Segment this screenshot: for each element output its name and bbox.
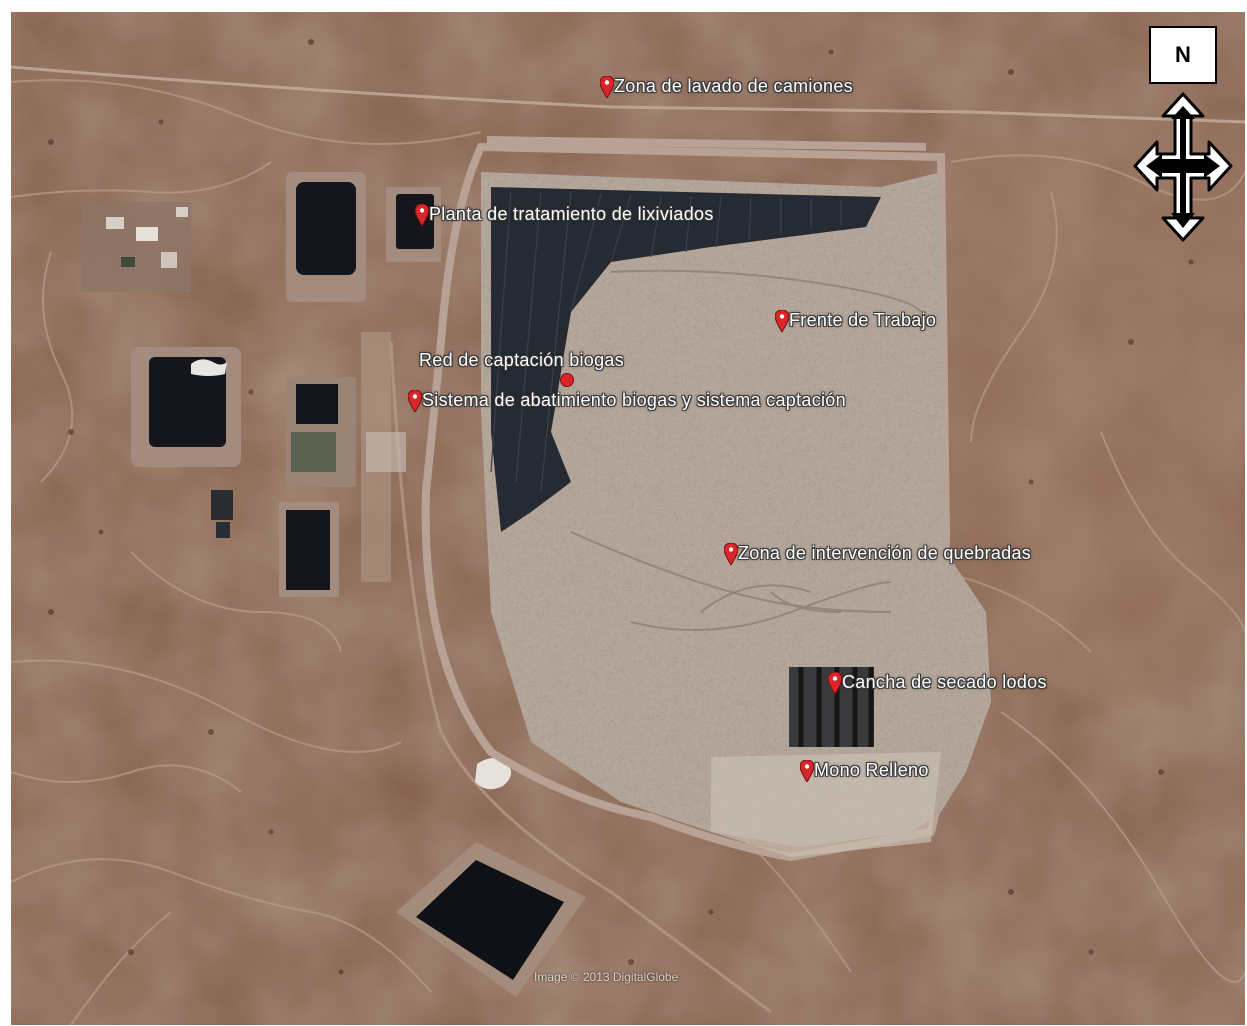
north-label-box: N: [1149, 26, 1217, 84]
marker-ravine-intervention[interactable]: Zona de intervención de quebradas: [724, 543, 1031, 565]
map-pin-icon[interactable]: [828, 672, 842, 694]
building-compound: [81, 202, 191, 292]
north-label: N: [1175, 42, 1191, 67]
marker-label: Sistema de abatimiento biogas y sistema …: [422, 390, 846, 410]
map-pin-icon[interactable]: [600, 76, 614, 98]
map-pin-icon[interactable]: [408, 390, 422, 412]
marker-truck-wash[interactable]: Zona de lavado de camiones: [600, 76, 853, 98]
vegetation: [48, 39, 1194, 975]
marker-label: Zona de intervención de quebradas: [738, 543, 1032, 563]
large-pond: [396, 758, 586, 997]
internal-roads: [570, 269, 922, 631]
satellite-map[interactable]: Zona de lavado de camiones Planta de tra…: [11, 12, 1245, 1025]
perimeter-road: [421, 142, 951, 862]
map-pin-icon[interactable]: [415, 204, 429, 226]
liner-stripes: [490, 191, 842, 493]
marker-sludge-drying[interactable]: Cancha de secado lodos: [828, 672, 1047, 694]
marker-biogas-system[interactable]: Sistema de abatimiento biogas y sistema …: [408, 390, 846, 412]
marker-label: Mono Relleno: [814, 760, 929, 780]
marker-label: Cancha de secado lodos: [842, 672, 1047, 692]
compass-arrow-icon: [1133, 92, 1233, 242]
map-pin-icon[interactable]: [724, 543, 738, 565]
map-pin-icon[interactable]: [775, 310, 789, 332]
marker-label: Zona de lavado de camiones: [614, 76, 853, 96]
main-road: [11, 65, 1245, 124]
marker-leachate-plant[interactable]: Planta de tratamiento de lixiviados: [415, 204, 714, 226]
marker-mono-fill[interactable]: Mono Relleno: [800, 760, 929, 782]
satellite-terrain: [11, 12, 1245, 1025]
biogas-network-label: Red de captación biogas: [419, 350, 625, 370]
map-pin-icon[interactable]: [800, 760, 814, 782]
marker-label: Planta de tratamiento de lixiviados: [429, 204, 714, 224]
marker-work-front[interactable]: Frente de Trabajo: [775, 310, 936, 332]
marker-label: Frente de Trabajo: [789, 310, 937, 330]
leachate-ponds: [131, 172, 441, 597]
map-pin-icon[interactable]: [560, 373, 574, 387]
dirt-trails: [11, 79, 1245, 1025]
imagery-attribution: Image © 2013 DigitalGlobe: [534, 970, 679, 984]
landfill-dark-cell: [491, 187, 881, 532]
